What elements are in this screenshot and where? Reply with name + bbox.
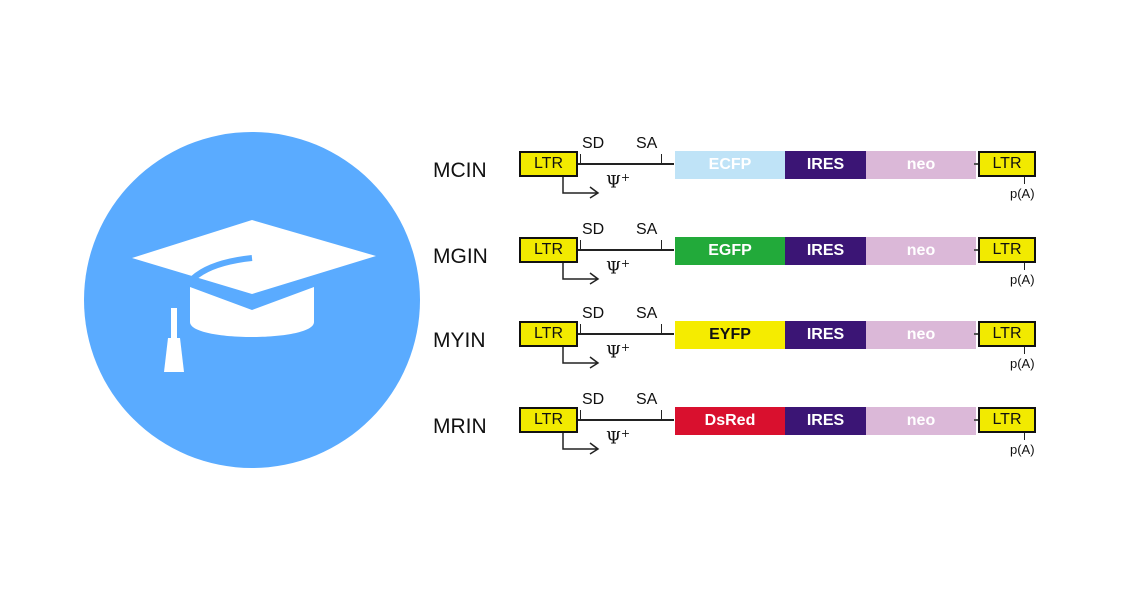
polya-tick (1024, 347, 1025, 354)
construct-mrin: MRIN SD SA Ψ+ LTR DsRed IRES neo LTR p(A… (0, 392, 1140, 476)
reporter-gene: DsRed (675, 407, 785, 435)
sa-tick (661, 410, 662, 421)
sa-label: SA (636, 221, 658, 238)
reporter-gene: EGFP (675, 237, 785, 265)
neo-gene: neo (866, 321, 976, 349)
logo (84, 132, 420, 468)
sd-tick (580, 324, 581, 335)
sd-tick (580, 154, 581, 165)
polya-label: p(A) (1010, 356, 1035, 371)
sd-label: SD (582, 305, 605, 322)
ltr-right: LTR (978, 321, 1036, 347)
ltr-left: LTR (519, 407, 578, 433)
promoter-arrow-icon (562, 263, 600, 285)
construct-name: MYIN (433, 329, 486, 352)
promoter-arrow-icon (562, 347, 600, 369)
neo-gene: neo (866, 407, 976, 435)
sa-label: SA (636, 305, 658, 322)
sd-label: SD (582, 221, 605, 238)
sa-tick (661, 154, 662, 165)
ltr-right: LTR (978, 407, 1036, 433)
ltr-left: LTR (519, 321, 578, 347)
sd-label: SD (582, 391, 605, 408)
neo-gene: neo (866, 237, 976, 265)
construct-name: MGIN (433, 245, 488, 268)
promoter-arrow-icon (562, 177, 600, 199)
packaging-signal: Ψ+ (606, 427, 631, 449)
ires-element: IRES (785, 151, 866, 179)
reporter-gene: ECFP (675, 151, 785, 179)
polya-tick (1024, 177, 1025, 184)
sa-label: SA (636, 135, 658, 152)
packaging-signal: Ψ+ (606, 341, 631, 363)
construct-mcin: MCIN SD SA Ψ+ LTR ECFP IRES neo LTR p(A) (0, 136, 1140, 220)
ltr-left: LTR (519, 151, 578, 177)
polya-tick (1024, 263, 1025, 270)
construct-name: MCIN (433, 159, 487, 182)
polya-label: p(A) (1010, 442, 1035, 457)
ires-element: IRES (785, 407, 866, 435)
construct-name: MRIN (433, 415, 487, 438)
sa-tick (661, 240, 662, 251)
connector (974, 333, 980, 335)
ltr-right: LTR (978, 151, 1036, 177)
ires-element: IRES (785, 321, 866, 349)
packaging-signal: Ψ+ (606, 257, 631, 279)
connector (974, 163, 980, 165)
sa-label: SA (636, 391, 658, 408)
leader-line (577, 163, 674, 165)
connector (974, 249, 980, 251)
sd-label: SD (582, 135, 605, 152)
packaging-signal: Ψ+ (606, 171, 631, 193)
promoter-arrow-icon (562, 433, 600, 455)
polya-label: p(A) (1010, 186, 1035, 201)
polya-label: p(A) (1010, 272, 1035, 287)
construct-mgin: MGIN SD SA Ψ+ LTR EGFP IRES neo LTR p(A) (0, 222, 1140, 306)
graduation-cap-icon (84, 132, 420, 468)
connector (974, 419, 980, 421)
sa-tick (661, 324, 662, 335)
ltr-right: LTR (978, 237, 1036, 263)
neo-gene: neo (866, 151, 976, 179)
leader-line (577, 419, 674, 421)
ires-element: IRES (785, 237, 866, 265)
sd-tick (580, 410, 581, 421)
ltr-left: LTR (519, 237, 578, 263)
construct-myin: MYIN SD SA Ψ+ LTR EYFP IRES neo LTR p(A) (0, 306, 1140, 390)
sd-tick (580, 240, 581, 251)
leader-line (577, 333, 674, 335)
reporter-gene: EYFP (675, 321, 785, 349)
polya-tick (1024, 433, 1025, 440)
leader-line (577, 249, 674, 251)
